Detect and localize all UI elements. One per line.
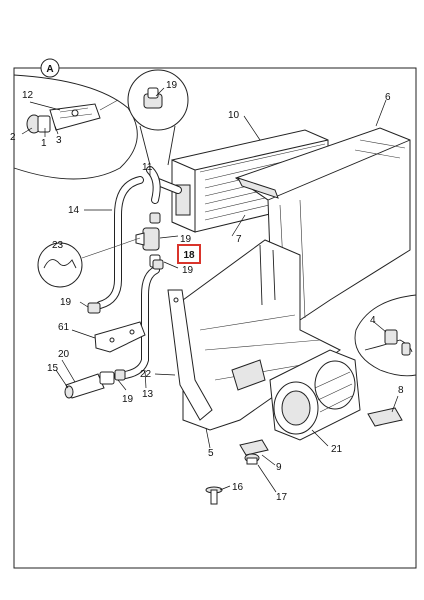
diagram-frame <box>13 67 417 569</box>
switch-detail-inset <box>13 74 138 180</box>
callout-12: 12 <box>22 90 34 101</box>
callout-19-left: 19 <box>60 297 72 308</box>
mounting-plate <box>239 439 269 456</box>
callout-19-bottom: 19 <box>122 394 134 405</box>
callout-1: 1 <box>41 138 47 149</box>
highlight-box-18 <box>177 244 201 264</box>
callout-4: 4 <box>370 315 376 326</box>
callout-9: 9 <box>276 462 282 473</box>
harness-inset <box>354 294 417 377</box>
callout-3: 3 <box>56 135 62 146</box>
grommet <box>244 453 260 465</box>
callout-5: 5 <box>208 448 214 459</box>
pipe-clip-inset <box>37 237 141 288</box>
callout-14: 14 <box>68 205 80 216</box>
clip-detail-inset <box>127 69 189 166</box>
callout-15: 15 <box>47 363 59 374</box>
callout-20: 20 <box>58 349 70 360</box>
leader-lines <box>21 87 399 493</box>
heater-hoses <box>96 166 182 379</box>
plate-bracket <box>94 321 146 353</box>
callout-23: 23 <box>52 240 64 251</box>
drain-fitting <box>64 371 115 399</box>
callout-6: 6 <box>385 92 391 103</box>
callout-22: 22 <box>140 369 152 380</box>
callout-labels: 12 2 1 3 19 11 10 6 7 14 23 19 18 19 19 … <box>10 80 404 503</box>
blower-motor <box>269 349 361 441</box>
hose-clips <box>87 212 164 381</box>
lower-casing <box>182 239 341 431</box>
callout-18: 18 <box>183 250 195 261</box>
fixing-bolt <box>205 486 223 505</box>
mounting-bracket <box>167 289 213 421</box>
callout-19-low: 19 <box>182 265 194 276</box>
callout-61: 61 <box>58 322 70 333</box>
callout-11: 11 <box>142 162 153 173</box>
callout-17: 17 <box>276 492 288 503</box>
filter-pad <box>367 407 403 427</box>
callout-2: 2 <box>10 132 16 143</box>
callout-16: 16 <box>232 482 244 493</box>
callout-19-mid: 19 <box>180 234 192 245</box>
callout-7: 7 <box>236 234 242 245</box>
section-marker: A <box>40 58 60 78</box>
callout-8: 8 <box>398 385 404 396</box>
callout-21: 21 <box>331 444 343 455</box>
section-marker-label: A <box>46 64 53 75</box>
callout-19-top: 19 <box>166 80 178 91</box>
callout-10: 10 <box>228 110 240 121</box>
callout-13: 13 <box>142 389 154 400</box>
